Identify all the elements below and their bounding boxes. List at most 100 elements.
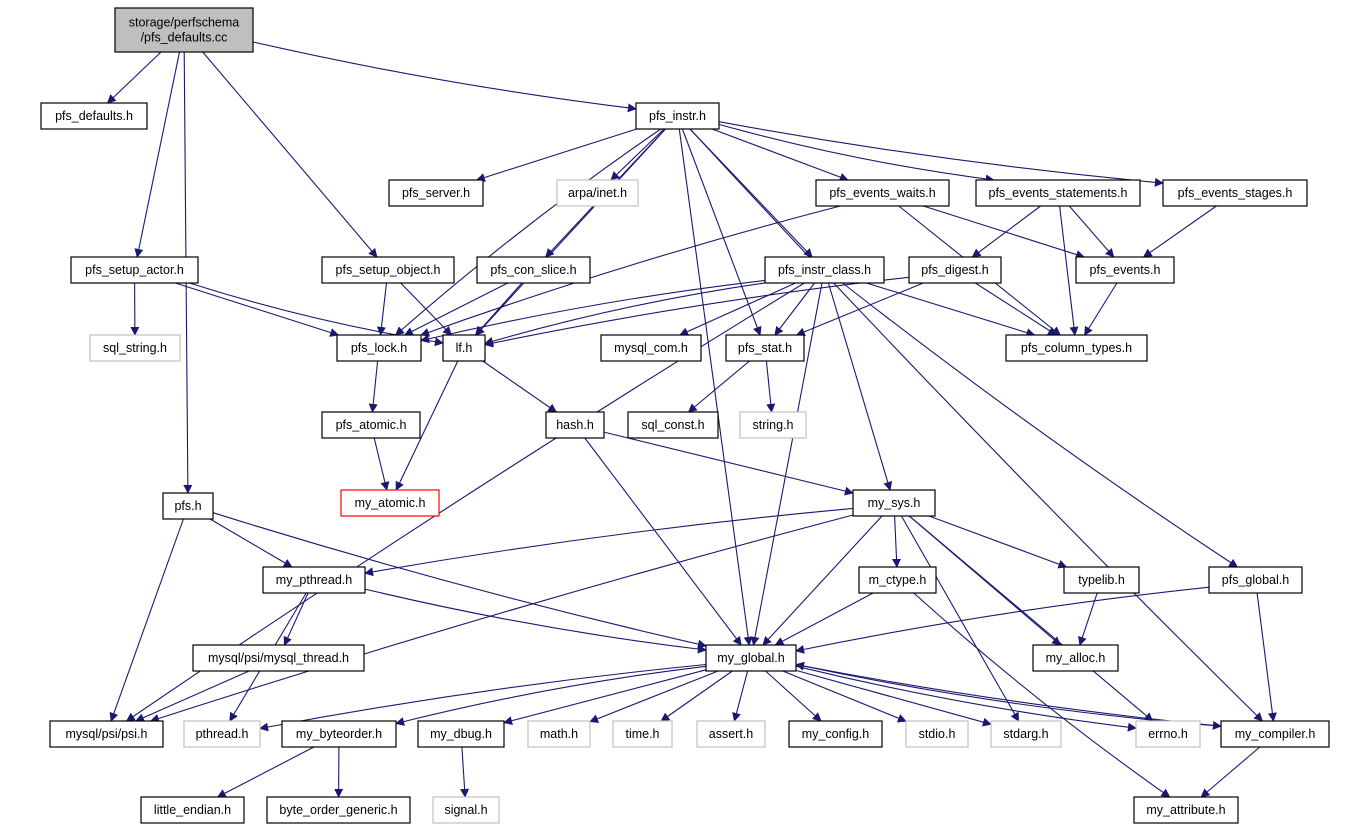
node-sql-string[interactable]: sql_string.h (89, 334, 181, 362)
node-pfs-global[interactable]: pfs_global.h (1208, 566, 1303, 594)
node-box (388, 179, 484, 207)
node-pfs-atomic[interactable]: pfs_atomic.h (321, 411, 421, 439)
node-pfs-digest[interactable]: pfs_digest.h (908, 256, 1002, 284)
node-pfs-defaults[interactable]: pfs_defaults.h (40, 102, 148, 130)
node-my-config[interactable]: my_config.h (788, 720, 883, 748)
node-pfs-setup-actor[interactable]: pfs_setup_actor.h (70, 256, 199, 284)
node-assert[interactable]: assert.h (696, 720, 766, 748)
node-pfs-column-types[interactable]: pfs_column_types.h (1005, 334, 1148, 362)
node-label: pfs_column_types.h (1021, 341, 1132, 355)
node-label: little_endian.h (154, 803, 231, 817)
node-sql-const[interactable]: sql_const.h (627, 411, 719, 439)
node-box (705, 644, 797, 672)
node-box (432, 796, 500, 824)
node-my-global[interactable]: my_global.h (705, 644, 797, 672)
node-stdio[interactable]: stdio.h (905, 720, 969, 748)
node-my-compiler[interactable]: my_compiler.h (1220, 720, 1330, 748)
node-box (266, 796, 411, 824)
edge-pfs_instr_class-to-my_global (750, 282, 823, 646)
edge-pfs_events-to-pfs_column_types (1084, 282, 1118, 336)
edge-pfs_instr_class-to-lf (484, 282, 766, 346)
edge-pfs_events_waits-to-pfs_events (923, 205, 1085, 259)
node-hash[interactable]: hash.h (545, 411, 605, 439)
edge-m_ctype-to-my_global (774, 592, 874, 646)
edge-pfs-to-my_global (212, 512, 707, 649)
node-signal[interactable]: signal.h (432, 796, 500, 824)
edge-pfs_instr-to-pfs_events_stages (718, 121, 1164, 187)
node-little-endian[interactable]: little_endian.h (140, 796, 245, 824)
node-box (89, 334, 181, 362)
node-mysql-thread[interactable]: mysql/psi/mysql_thread.h (192, 644, 365, 672)
edge-pfs_instr_class-to-my_sys (827, 282, 893, 491)
edge-pfs_instr_class-to-pfs_lock (420, 279, 766, 344)
node-my-atomic[interactable]: my_atomic.h (340, 489, 440, 517)
node-label: pfs_stat.h (738, 341, 792, 355)
node-pfs-instr[interactable]: pfs_instr.h (635, 102, 720, 130)
node-string-h[interactable]: string.h (739, 411, 807, 439)
edge-pfs_instr-to-pfs_stat (681, 128, 762, 336)
node-label: mysql/psi/mysql_thread.h (208, 651, 349, 665)
node-mysql-com[interactable]: mysql_com.h (600, 334, 702, 362)
edge-my_global-to-my_dbug (503, 669, 707, 726)
node-box (908, 256, 1002, 284)
edge-pfs_global-to-my_compiler (1256, 592, 1277, 722)
edge-m_ctype-to-my_attribute (913, 592, 1171, 798)
node-box (262, 566, 366, 594)
node-label: stdio.h (919, 727, 956, 741)
node-my-dbug[interactable]: my_dbug.h (417, 720, 505, 748)
node-box (815, 179, 950, 207)
node-pfs-setup-object[interactable]: pfs_setup_object.h (321, 256, 455, 284)
node-time[interactable]: time.h (612, 720, 673, 748)
node-pfs-events-stages[interactable]: pfs_events_stages.h (1162, 179, 1308, 207)
node-label: time.h (625, 727, 659, 741)
edge-pfs-to-my_pthread (209, 518, 293, 568)
node-errno[interactable]: errno.h (1135, 720, 1201, 748)
node-my-sys[interactable]: my_sys.h (852, 489, 936, 517)
node-pfs-lock[interactable]: pfs_lock.h (336, 334, 422, 362)
node-math[interactable]: math.h (527, 720, 591, 748)
edge-pfs_events_statements-to-pfs_digest (971, 205, 1041, 258)
node-pfs[interactable]: pfs.h (162, 492, 214, 520)
node-my-attribute[interactable]: my_attribute.h (1133, 796, 1239, 824)
node-label: string.h (753, 418, 794, 432)
node-label: sql_const.h (641, 418, 704, 432)
node-byte-order-generic[interactable]: byte_order_generic.h (266, 796, 411, 824)
node-psi[interactable]: mysql/psi/psi.h (49, 720, 164, 748)
node-pfs-events-waits[interactable]: pfs_events_waits.h (815, 179, 950, 207)
node-pfs-instr-class[interactable]: pfs_instr_class.h (764, 256, 885, 284)
node-label: my_sys.h (868, 496, 921, 510)
node-box (281, 720, 397, 748)
node-label: mysql_com.h (614, 341, 688, 355)
edge-my_global-to-math (589, 670, 719, 723)
node-root[interactable]: storage/perfschema/pfs_defaults.cc (114, 7, 254, 53)
node-pfs-server[interactable]: pfs_server.h (388, 179, 484, 207)
edge-hash-to-my_sys (603, 431, 854, 496)
node-label: lf.h (456, 341, 473, 355)
node-label: storage/perfschema (129, 16, 240, 30)
node-pfs-stat[interactable]: pfs_stat.h (725, 334, 805, 362)
node-my-byteorder[interactable]: my_byteorder.h (281, 720, 397, 748)
edge-pfs_instr_class-to-pfs_stat (774, 282, 816, 336)
node-pthread[interactable]: pthread.h (183, 720, 261, 748)
node-m-ctype[interactable]: m_ctype.h (858, 566, 937, 594)
edge-typelib-to-my_alloc (1078, 592, 1098, 646)
node-my-pthread[interactable]: my_pthread.h (262, 566, 366, 594)
node-stdarg[interactable]: stdarg.h (990, 720, 1062, 748)
node-box (627, 411, 719, 439)
edge-my_sys-to-m_ctype (892, 515, 902, 568)
node-box (852, 489, 936, 517)
node-typelib[interactable]: typelib.h (1063, 566, 1140, 594)
node-label: pfs_digest.h (921, 263, 988, 277)
node-arpa-inet[interactable]: arpa/inet.h (556, 179, 639, 207)
node-my-alloc[interactable]: my_alloc.h (1032, 644, 1119, 672)
node-label: errno.h (1148, 727, 1188, 741)
node-pfs-events[interactable]: pfs_events.h (1075, 256, 1175, 284)
node-pfs-con-slice[interactable]: pfs_con_slice.h (476, 256, 591, 284)
node-lf[interactable]: lf.h (442, 334, 486, 362)
node-label: pfs_atomic.h (336, 418, 407, 432)
edge-pfs_instr-to-pfs_events_statements (718, 123, 995, 184)
edge-my_compiler-to-my_attribute (1200, 746, 1261, 798)
node-pfs-events-statements[interactable]: pfs_events_statements.h (975, 179, 1141, 207)
node-label: pfs_setup_actor.h (85, 263, 184, 277)
edge-my_sys-to-my_global (762, 515, 883, 646)
